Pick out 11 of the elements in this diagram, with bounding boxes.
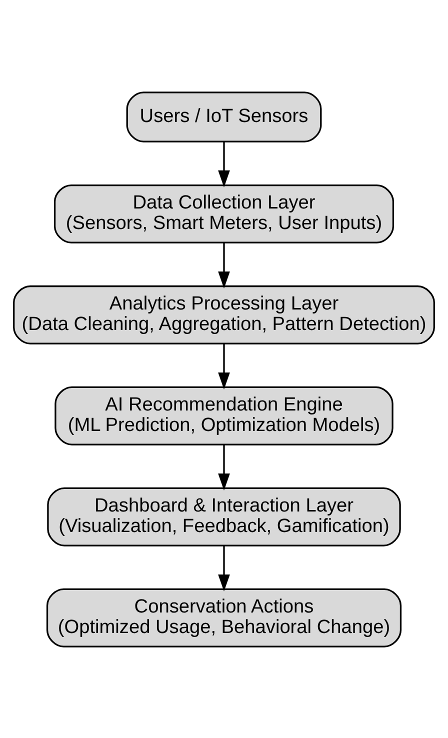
node-box: Conservation Actions (Optimized Usage, Behavioral Change)	[46, 588, 402, 647]
arrow	[218, 545, 230, 591]
arrow	[218, 141, 230, 187]
node-box: Dashboard & Interaction Layer (Visualization, Feedback, Gamification)	[47, 486, 401, 546]
arrow	[218, 444, 230, 490]
arrow	[218, 242, 230, 288]
arrow	[218, 343, 230, 389]
node-box: Analytics Processing Layer (Data Cleaning, Aggregation, Pattern Detection)	[13, 284, 435, 344]
node-box: AI Recommendation Engine (ML Prediction, Optimization Models)	[54, 386, 394, 445]
node-box: Data Collection Layer (Sensors, Smart Meters, User Inputs)	[54, 184, 394, 243]
node-box: Users / IoT Sensors	[126, 91, 322, 142]
